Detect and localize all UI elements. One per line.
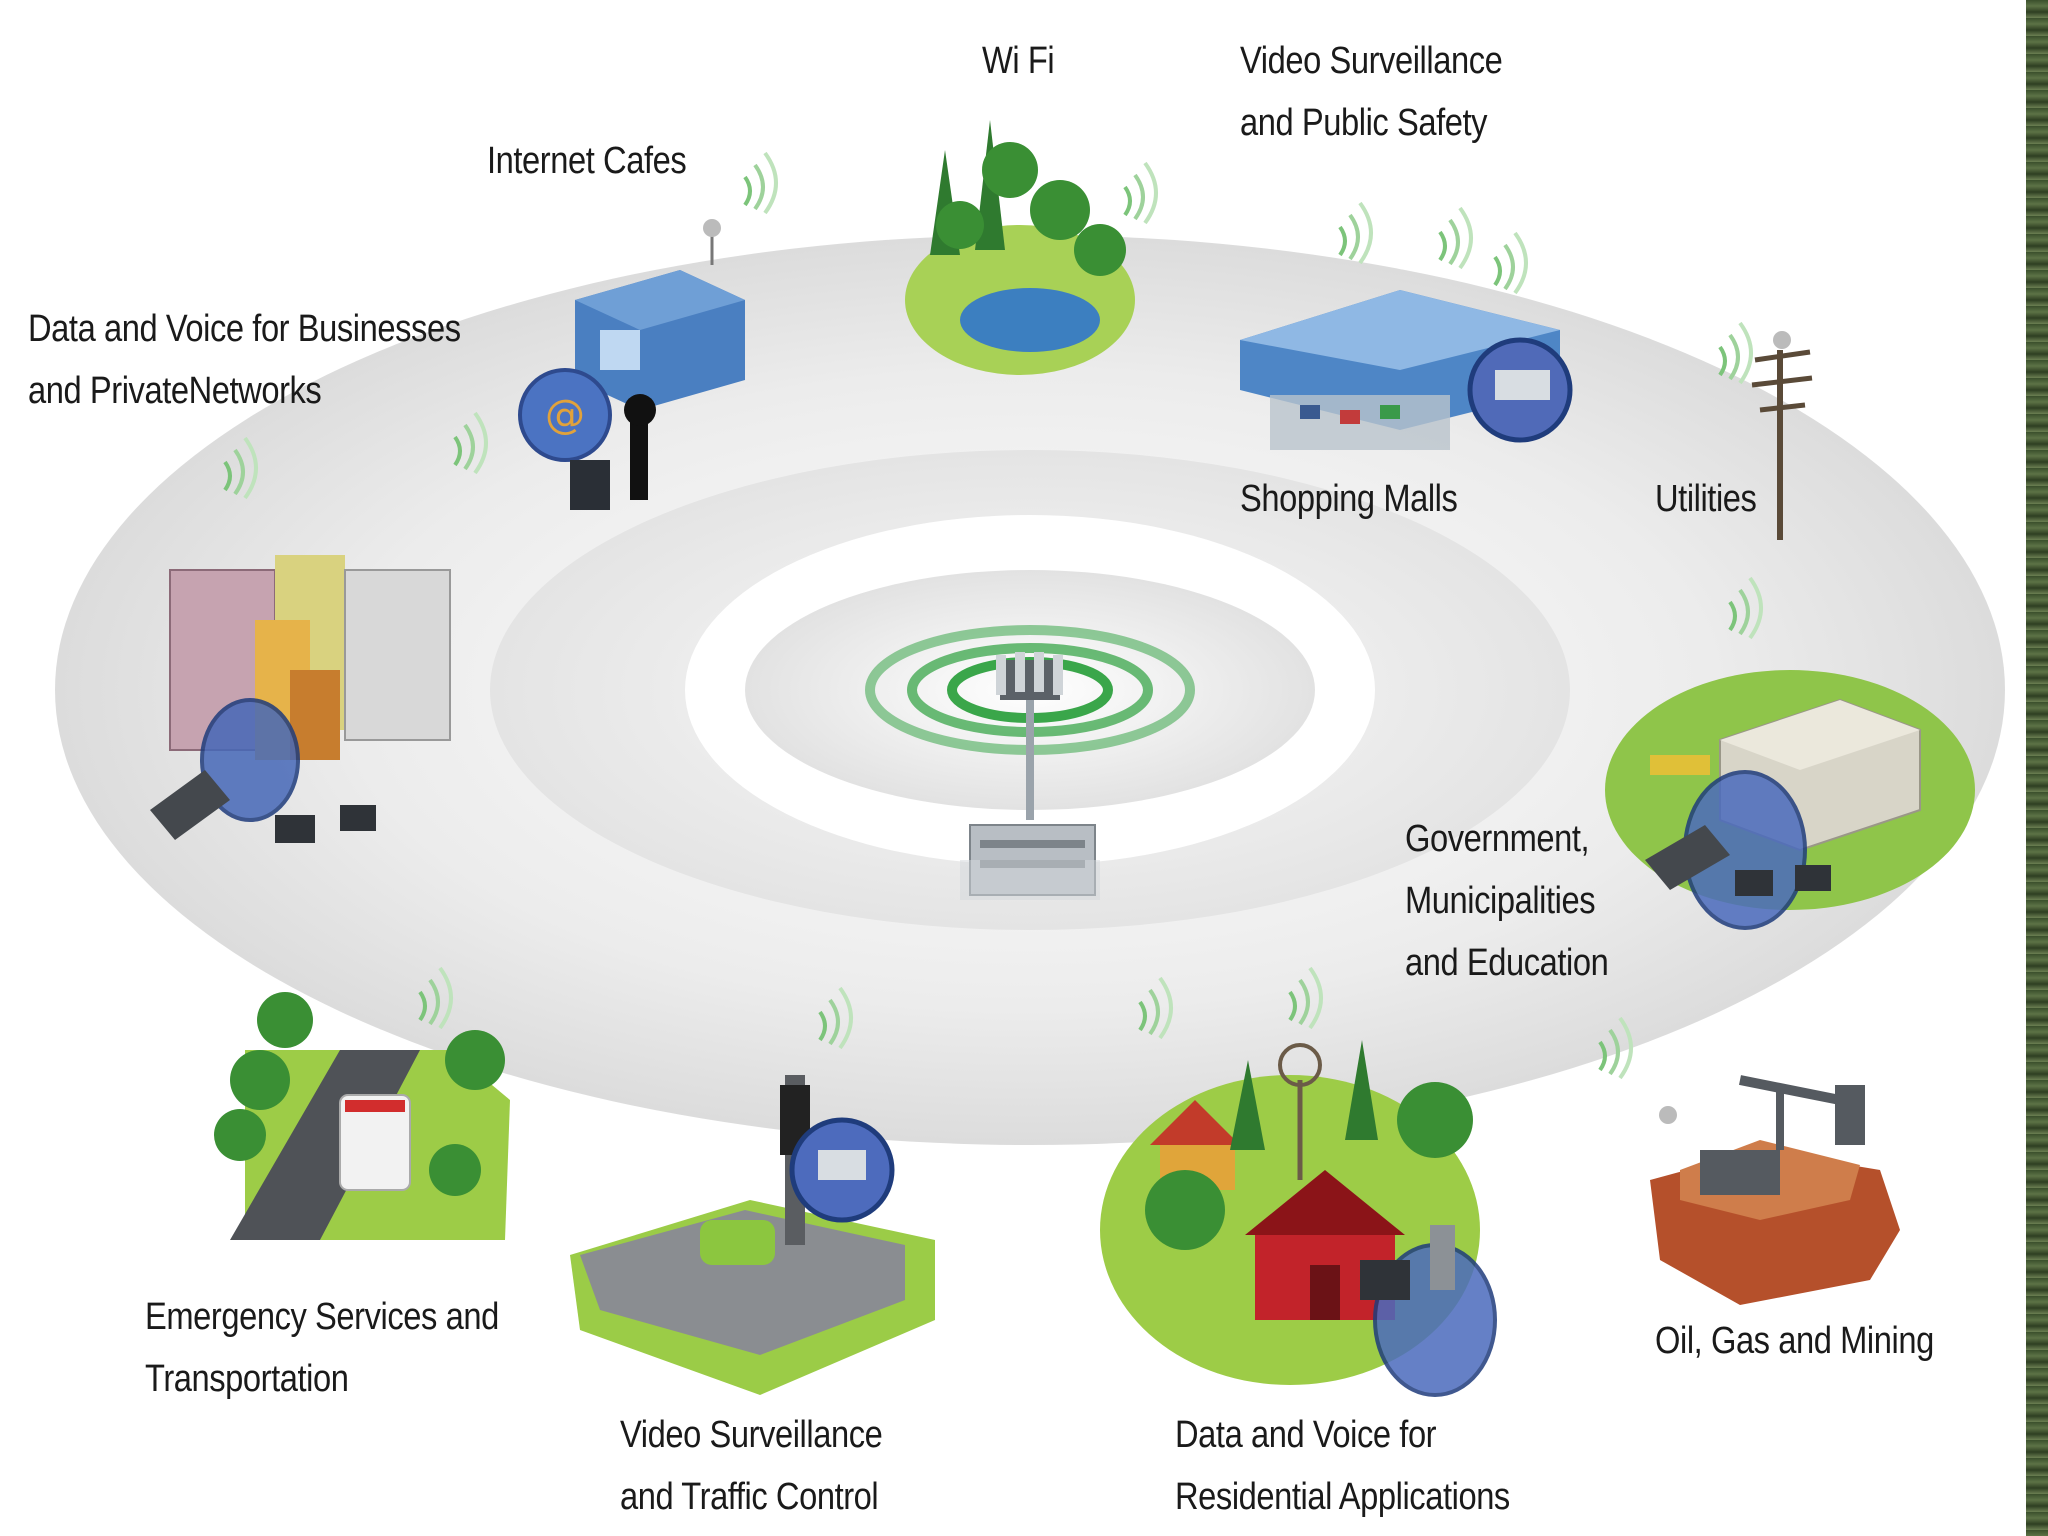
label-shopping-malls: Shopping Malls [1240, 468, 1458, 530]
label-video-traffic-line-2: and Traffic Control [620, 1476, 879, 1518]
label-emergency-line-2: Transportation [145, 1358, 349, 1400]
label-data-voice-business: Data and Voice for Businesses and Privat… [28, 298, 461, 422]
decorative-side-border [2026, 0, 2048, 1536]
label-emergency-line-1: Emergency Services and [145, 1296, 499, 1338]
label-shopping-malls-line-1: Shopping Malls [1240, 478, 1458, 520]
utility-pole-icon [1718, 321, 1813, 540]
label-utilities-line-1: Utilities [1655, 478, 1757, 520]
label-video-public-safety-line-1: Video Surveillance [1240, 40, 1503, 82]
base-station-tower-icon [865, 625, 1195, 900]
label-video-public-safety: Video Surveillance and Public Safety [1240, 30, 1503, 154]
label-government: Government, Municipalities and Education [1405, 808, 1609, 994]
label-emergency: Emergency Services and Transportation [145, 1286, 499, 1410]
label-residential-line-2: Residential Applications [1175, 1476, 1510, 1518]
label-wifi: Wi Fi [982, 30, 1055, 92]
residential-farm-icon [1100, 966, 1497, 1397]
label-video-public-safety-line-2: and Public Safety [1240, 102, 1488, 144]
label-government-line-1: Government, [1405, 818, 1590, 860]
government-building-icon [1605, 576, 1975, 930]
label-oil-gas-line-1: Oil, Gas and Mining [1655, 1320, 1934, 1362]
shopping-mall-icon [1240, 201, 1573, 450]
traffic-camera-icon [570, 986, 935, 1395]
label-residential-line-1: Data and Voice for [1175, 1414, 1437, 1456]
label-video-traffic-line-1: Video Surveillance [620, 1414, 883, 1456]
label-internet-cafes-line-1: Internet Cafes [487, 140, 687, 182]
label-internet-cafes: Internet Cafes [487, 130, 687, 192]
label-utilities: Utilities [1655, 468, 1757, 530]
label-data-voice-business-line-1: Data and Voice for Businesses [28, 308, 461, 350]
label-video-traffic: Video Surveillance and Traffic Control [620, 1404, 883, 1528]
label-oil-gas: Oil, Gas and Mining [1655, 1310, 1934, 1372]
svg-text:@: @ [545, 392, 585, 438]
internet-cafe-icon: @ [518, 151, 778, 510]
office-buildings-icon [150, 411, 488, 843]
oil-pump-icon [1598, 1016, 1900, 1305]
label-data-voice-business-line-2: and PrivateNetworks [28, 370, 322, 412]
label-wifi-line-1: Wi Fi [982, 40, 1055, 82]
ambulance-road-icon [214, 966, 510, 1240]
label-government-line-3: and Education [1405, 942, 1609, 984]
wifi-park-icon [905, 120, 1158, 375]
label-government-line-2: Municipalities [1405, 880, 1596, 922]
label-residential: Data and Voice for Residential Applicati… [1175, 1404, 1510, 1528]
